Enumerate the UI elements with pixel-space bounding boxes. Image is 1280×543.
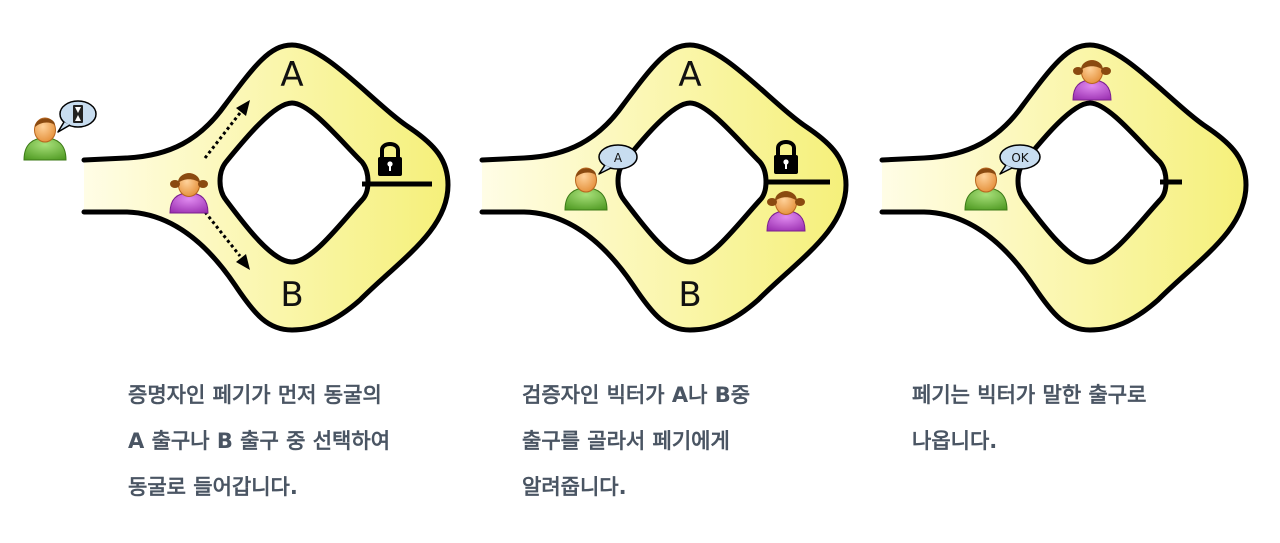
- caption-line: 페기는 빅터가 말한 출구로: [912, 372, 1146, 418]
- cave-label-a: A: [280, 55, 303, 95]
- cave-1: [84, 45, 448, 330]
- caption-step-3: 페기는 빅터가 말한 출구로 나옵니다.: [912, 372, 1146, 464]
- cave-label-a: A: [678, 55, 701, 95]
- panel-3: OK: [882, 45, 1246, 330]
- cave-label-b: B: [280, 275, 303, 315]
- caption-line: 동굴로 들어갑니다.: [128, 464, 390, 510]
- caption-step-1: 증명자인 페기가 먼저 동굴의 A 출구나 B 출구 중 선택하여 동굴로 들어…: [128, 372, 390, 510]
- cave-label-b: B: [678, 275, 701, 315]
- bubble-text: A: [614, 151, 623, 165]
- caption-line: 증명자인 페기가 먼저 동굴의: [128, 372, 390, 418]
- panel-2: A B A: [482, 45, 846, 330]
- victor-person: [24, 118, 66, 160]
- cave-3: [882, 45, 1246, 330]
- caption-line: A 출구나 B 출구 중 선택하여: [128, 418, 390, 464]
- bubble-text: OK: [1011, 151, 1029, 165]
- caption-line: 검증자인 빅터가 A나 B중: [522, 372, 750, 418]
- hourglass-icon: [73, 105, 83, 123]
- panel-1: A B: [24, 45, 448, 330]
- caption-line: 출구를 골라서 페기에게: [522, 418, 750, 464]
- caption-line: 알려줍니다.: [522, 464, 750, 510]
- caption-step-2: 검증자인 빅터가 A나 B중 출구를 골라서 페기에게 알려줍니다.: [522, 372, 750, 510]
- waiting-bubble: [58, 101, 96, 132]
- caption-line: 나옵니다.: [912, 418, 1146, 464]
- cave-2: [482, 45, 846, 330]
